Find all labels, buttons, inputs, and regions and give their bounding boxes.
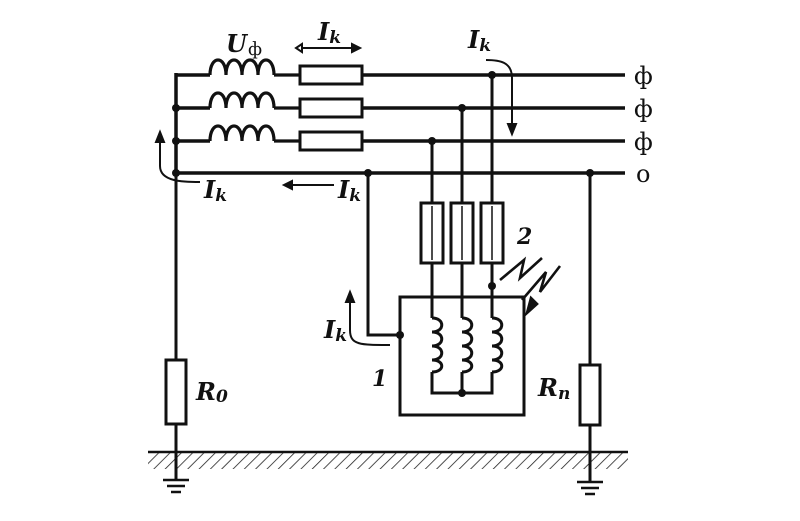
current-arrow-neutral xyxy=(281,179,334,191)
equipment-housing xyxy=(398,295,526,417)
fault-lightning-icon xyxy=(499,256,562,317)
fault-point xyxy=(488,282,496,290)
source-coil-2 xyxy=(208,91,300,110)
equipment-fuse-1 xyxy=(419,201,445,265)
equipment-fuse-3 xyxy=(479,201,505,265)
terminal-phase-1: ф xyxy=(634,62,653,90)
current-arrow-left xyxy=(154,129,201,183)
current-arrow-right xyxy=(485,59,518,137)
terminal-neutral: o xyxy=(636,160,650,188)
label-r0: R0 xyxy=(195,377,228,407)
label-rn: Rn xyxy=(537,373,570,404)
neutral-resistor xyxy=(164,358,188,426)
current-arrow-equipment xyxy=(344,289,391,346)
equipment-feeders xyxy=(430,75,494,203)
ground-symbol-left xyxy=(163,478,189,494)
ground-hatch xyxy=(148,453,628,469)
label-current-right: Ik xyxy=(467,25,491,56)
equipment-fuse-2 xyxy=(449,201,475,265)
line-fuse-1 xyxy=(298,64,364,86)
label-phase-voltage: Uф xyxy=(226,29,262,60)
current-arrow-top xyxy=(294,42,363,54)
label-current-equipment: Ik xyxy=(323,315,347,346)
load-coils xyxy=(430,316,504,395)
ground-symbol-right xyxy=(577,480,603,496)
source-coil-3 xyxy=(208,124,300,143)
label-equipment-number: 1 xyxy=(372,366,387,392)
label-current-left: Ik xyxy=(203,175,227,206)
label-fault-number: 2 xyxy=(516,224,532,250)
terminal-phase-3: ф xyxy=(634,128,653,156)
line-fuse-2 xyxy=(298,97,364,119)
protective-conductor xyxy=(366,173,400,337)
label-current-top: Ik xyxy=(317,17,341,48)
label-current-neutral: Ik xyxy=(337,175,361,206)
line-fuse-3 xyxy=(298,130,364,152)
repeat-ground-resistor xyxy=(578,363,602,427)
junction-dots xyxy=(172,71,594,177)
terminal-phase-2: ф xyxy=(634,95,653,123)
source-coil-1 xyxy=(208,58,300,77)
